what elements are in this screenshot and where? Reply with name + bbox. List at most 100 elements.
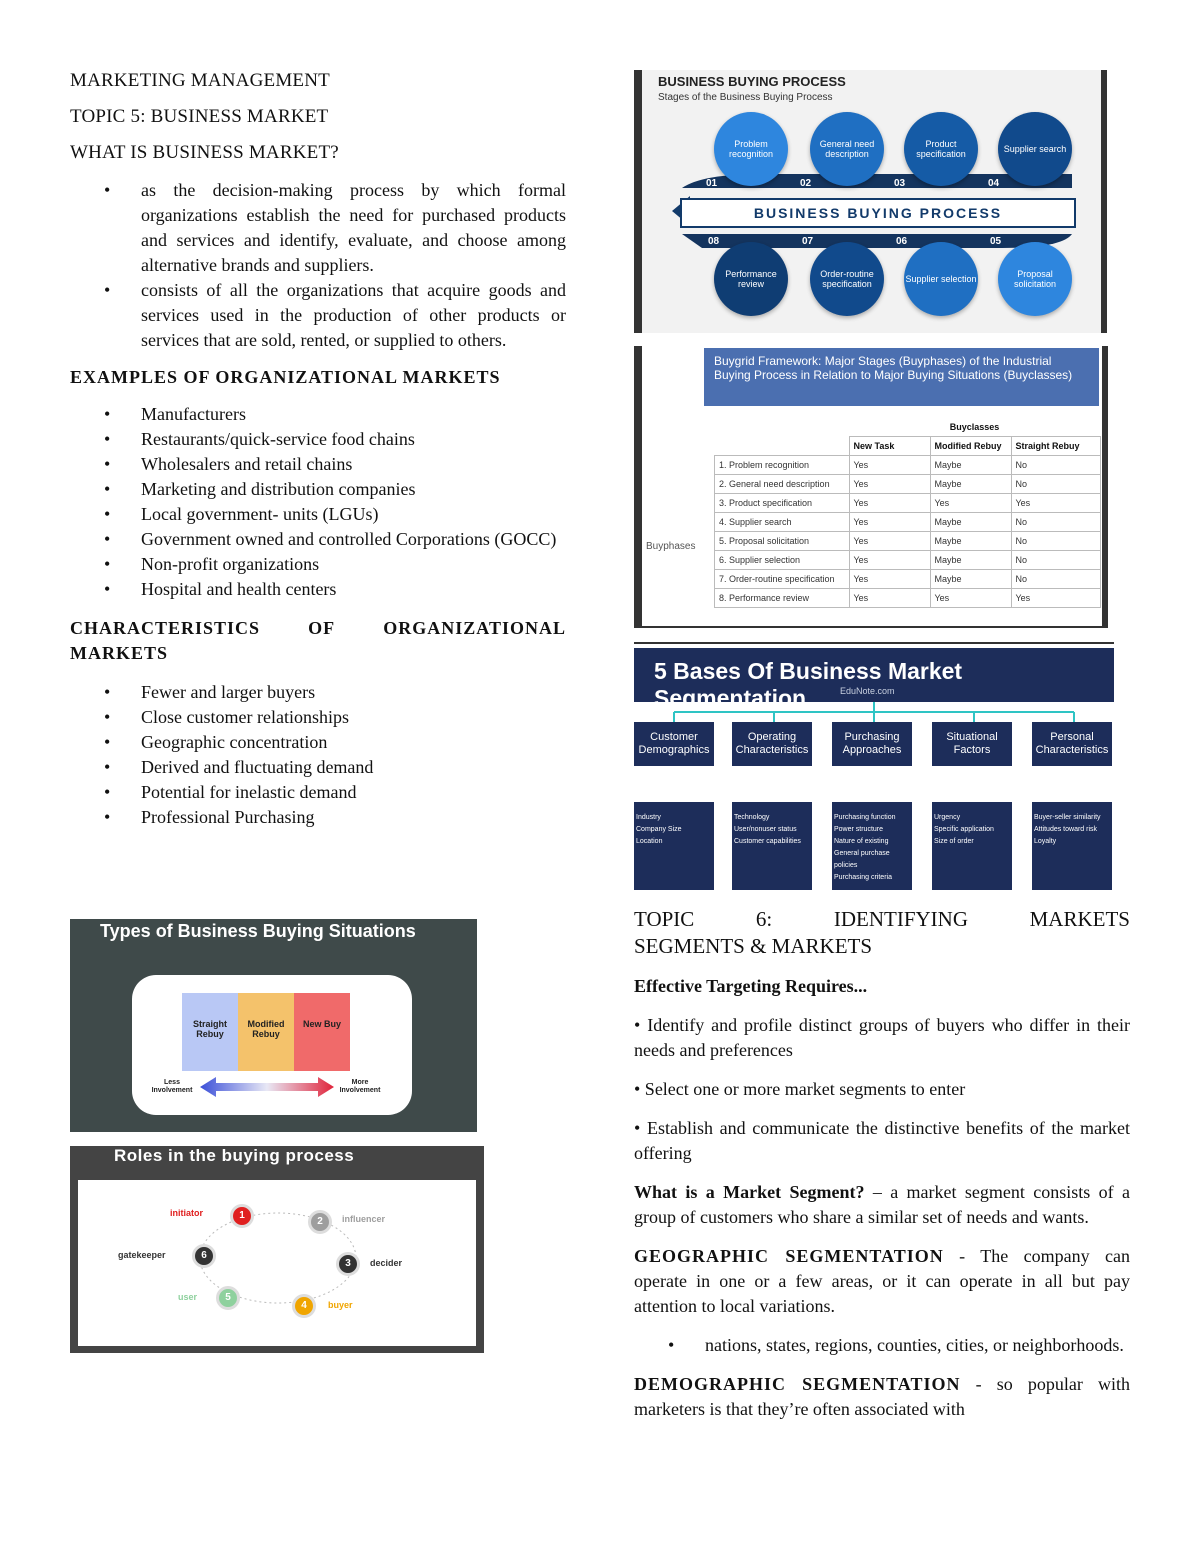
stage-number: 01 (706, 178, 718, 189)
connector-lines (673, 702, 1075, 722)
stage-circle: Supplier selection (904, 242, 978, 316)
stage-number: 05 (990, 236, 1002, 247)
segmentation-title-banner: 5 Bases Of Business Market Segmentation … (634, 648, 1114, 711)
what-heading: WHAT IS BUSINESS MARKET? (70, 142, 339, 163)
straight-rebuy-bar: Straight Rebuy (182, 993, 238, 1071)
segmentation-base: Operating Characteristics (732, 722, 812, 766)
list-item: Restaurants/quick-service food chains (70, 427, 566, 452)
segmentation-base: Personal Characteristics (1032, 722, 1112, 766)
examples-heading: EXAMPLES OF ORGANIZATIONAL MARKETS (70, 367, 501, 387)
list-item: Professional Purchasing (70, 805, 566, 830)
geographic-list: nations, states, regions, counties, citi… (634, 1333, 1130, 1358)
effective-targeting-heading: Effective Targeting Requires... (634, 976, 868, 996)
influencer-label: influencer (342, 1214, 386, 1224)
buyclasses-label: Buyclasses (949, 422, 1000, 432)
figure-title: Types of Business Buying Situations (100, 921, 416, 941)
right-column-text: TOPIC 6: IDENTIFYING MARKETS SEGMENTS & … (634, 906, 1130, 1422)
list-item: Hospital and health centers (70, 577, 566, 602)
list-item: Wholesalers and retail chains (70, 452, 566, 477)
involvement-arrow-icon (200, 1077, 334, 1097)
list-item: Non-profit organizations (70, 552, 566, 577)
segmentation-base: Purchasing Approaches (832, 722, 912, 766)
characteristics-heading: CHARACTERISTICS OF ORGANIZATIONAL (70, 618, 566, 638)
stage-number: 06 (896, 236, 908, 247)
segmentation-base: Situational Factors (932, 722, 1012, 766)
list-item: Government owned and controlled Corporat… (70, 527, 566, 552)
list-item: Potential for inelastic demand (70, 780, 566, 805)
targeting-item: • Select one or more market segments to … (634, 1079, 966, 1099)
list-item: Derived and fluctuating demand (70, 755, 566, 780)
list-item: Geographic concentration (70, 730, 566, 755)
stage-circle: Product specification (904, 112, 978, 186)
buying-situations-figure: Types of Business Buying Situations Stra… (70, 919, 477, 1132)
figure-subtitle: Stages of the Business Buying Process (658, 92, 833, 103)
user-label: user (178, 1292, 198, 1302)
what-list: as the decision-making process by which … (70, 178, 566, 353)
modified-rebuy-bar: Modified Rebuy (238, 993, 294, 1071)
segmentation-base: Customer Demographics (634, 722, 714, 766)
new-buy-bar: New Buy (294, 993, 350, 1071)
stage-circle: Supplier search (998, 112, 1072, 186)
targeting-item: • Identify and profile distinct groups o… (634, 1015, 1130, 1060)
buygrid-table: Buyclasses New Task Modified Rebuy Strai… (714, 418, 1101, 608)
buying-roles-figure: Roles in the buying process 1 initiator … (70, 1146, 484, 1353)
process-arrows (672, 174, 1072, 248)
stage-circle: Proposal solicitation (998, 242, 1072, 316)
user-icon: 5 (216, 1286, 240, 1310)
stage-circle: Order-routine specification (810, 242, 884, 316)
geographic-segmentation: GEOGRAPHIC SEGMENTATION - The company ca… (634, 1246, 1130, 1316)
situations-card: Straight Rebuy Modified Rebuy New Buy Le… (132, 975, 412, 1115)
initiator-icon: 1 (230, 1204, 254, 1228)
list-item: Marketing and distribution companies (70, 477, 566, 502)
list-item: Close customer relationships (70, 705, 566, 730)
list-item: nations, states, regions, counties, citi… (634, 1333, 1130, 1358)
figure-title: Roles in the buying process (114, 1146, 355, 1165)
segmentation-bases-figure: 5 Bases Of Business Market Segmentation … (634, 642, 1114, 892)
stage-circle: General need description (810, 112, 884, 186)
stage-circle: Performance review (714, 242, 788, 316)
buyer-icon: 4 (292, 1294, 316, 1318)
business-buying-process-figure: BUSINESS BUYING PROCESS Stages of the Bu… (634, 70, 1107, 333)
topic-6-heading: TOPIC 6: IDENTIFYING MARKETS (634, 907, 1130, 931)
list-item: Local government- units (LGUs) (70, 502, 566, 527)
roles-cycle (199, 1212, 357, 1304)
buygrid-framework-figure: Buygrid Framework: Major Stages (Buyphas… (634, 346, 1108, 628)
buyer-label: buyer (328, 1300, 353, 1310)
topic-6-heading-cont: SEGMENTS & MARKETS (634, 934, 873, 958)
process-bar: BUSINESS BUYING PROCESS (680, 198, 1076, 228)
figure-title: BUSINESS BUYING PROCESS (658, 74, 846, 89)
list-item: consists of all the organizations that a… (70, 278, 566, 353)
document-title: MARKETING MANAGEMENT (70, 70, 330, 91)
less-involvement-label: Less Involvement (151, 1079, 193, 1094)
gatekeeper-icon: 6 (192, 1244, 216, 1268)
list-item: Fewer and larger buyers (70, 680, 566, 705)
influencer-icon: 2 (308, 1210, 332, 1234)
initiator-label: initiator (170, 1208, 203, 1218)
examples-list: Manufacturers Restaurants/quick-service … (70, 402, 566, 602)
characteristics-heading-cont: MARKETS (70, 643, 169, 663)
more-involvement-label: More Involvement (339, 1079, 381, 1094)
stage-circle: Problem recognition (714, 112, 788, 186)
gatekeeper-label: gatekeeper (118, 1250, 166, 1260)
stage-number: 04 (988, 178, 1000, 189)
stage-number: 08 (708, 236, 720, 247)
market-segment-definition: What is a Market Segment? – a market seg… (634, 1182, 1130, 1227)
buygrid-title: Buygrid Framework: Major Stages (Buyphas… (704, 348, 1099, 406)
stage-number: 02 (800, 178, 812, 189)
stage-number: 03 (894, 178, 906, 189)
decider-icon: 3 (336, 1252, 360, 1276)
characteristics-list: Fewer and larger buyers Close customer r… (70, 680, 566, 830)
